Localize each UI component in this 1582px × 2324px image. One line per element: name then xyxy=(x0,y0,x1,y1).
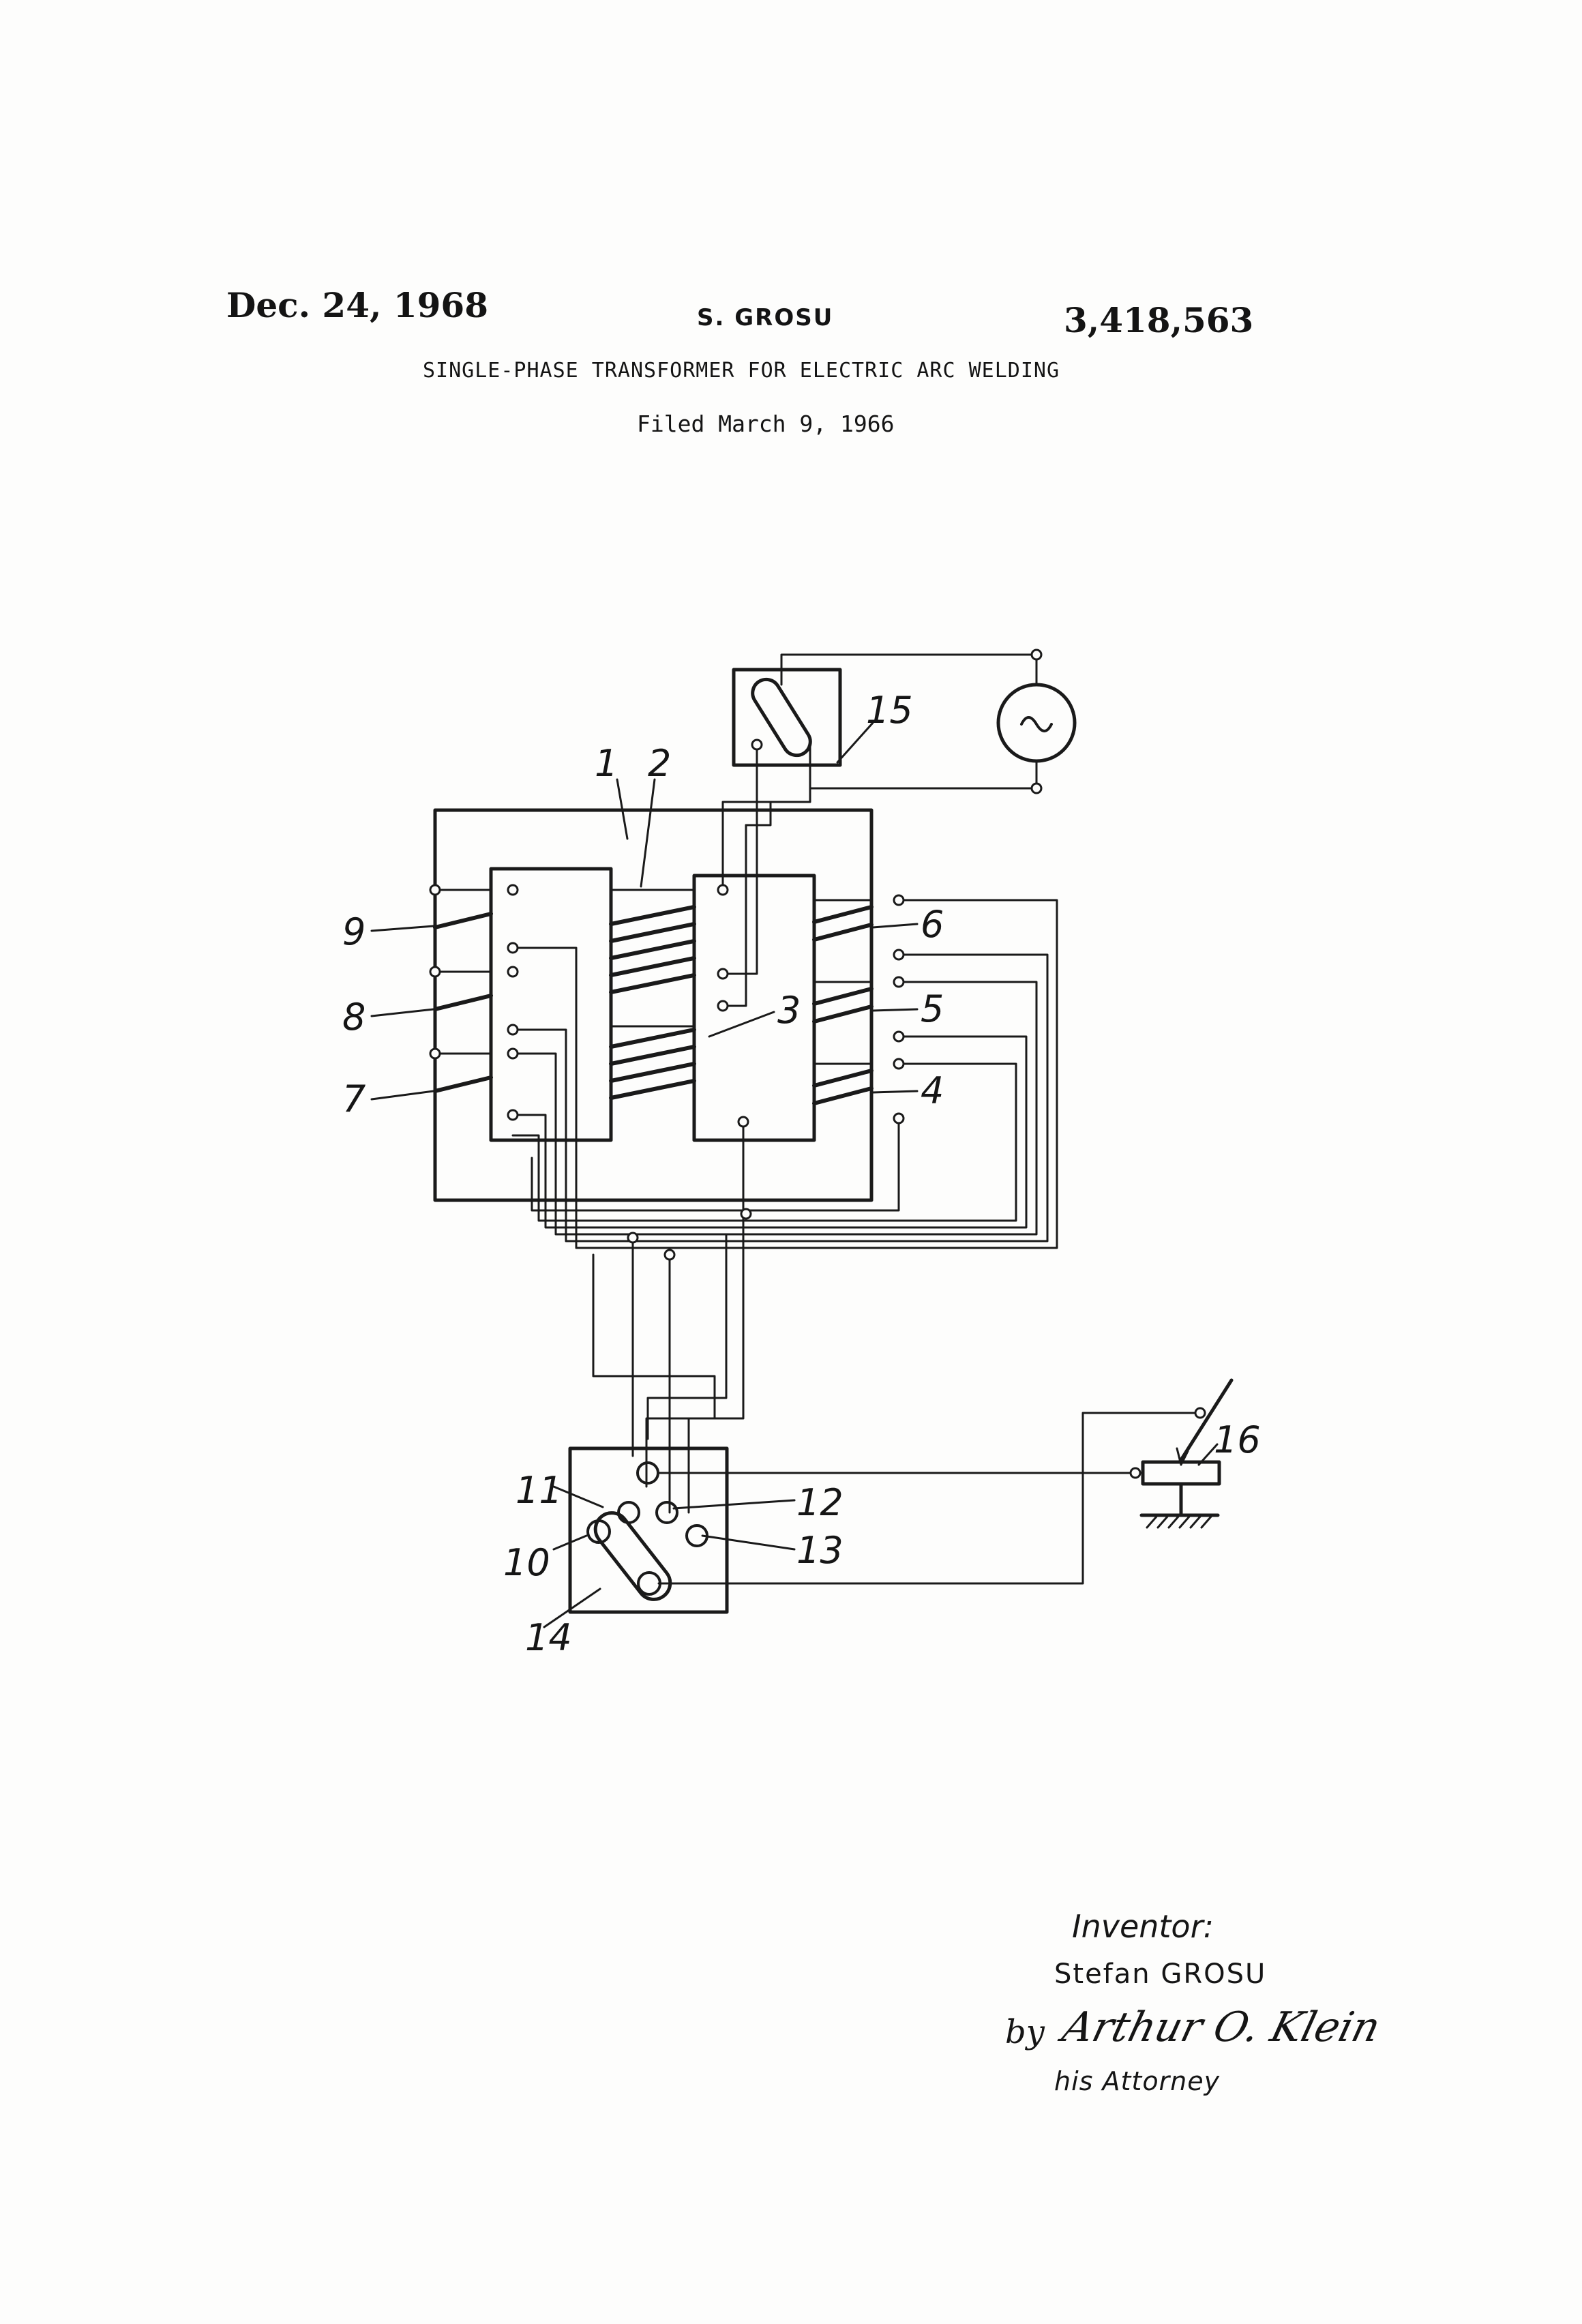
ref-3: 3 xyxy=(777,989,801,1032)
inventor-label: Inventor: xyxy=(1072,1908,1214,1945)
left-tap-wiring xyxy=(513,890,1057,1248)
ref-2: 2 xyxy=(648,742,671,785)
ref-11: 11 xyxy=(516,1469,563,1512)
ref-5: 5 xyxy=(921,987,944,1030)
right-secondary-windings xyxy=(814,907,871,1103)
ref-1: 1 xyxy=(595,742,618,785)
tap-switch-wiring xyxy=(593,1122,743,1513)
reference-numerals: 1 2 3 4 5 6 7 8 9 10 11 12 13 14 15 16 xyxy=(342,689,1261,1659)
ref-8: 8 xyxy=(342,996,365,1039)
inventor-full-name: Stefan GROSU xyxy=(1054,1958,1266,1990)
attorney-label: his Attorney xyxy=(1054,2066,1220,2096)
ac-source-sine-icon xyxy=(1021,717,1051,731)
ref-14: 14 xyxy=(525,1616,572,1659)
ref-15: 15 xyxy=(866,689,913,732)
leader-lines xyxy=(372,723,1217,1627)
ref-9: 9 xyxy=(342,910,365,953)
ref-10: 10 xyxy=(503,1541,550,1584)
attorney-signature: Arthur O. Klein xyxy=(1058,2003,1385,2051)
left-secondary-windings xyxy=(435,914,491,1091)
ref-16: 16 xyxy=(1214,1418,1261,1461)
core-window-left xyxy=(491,869,611,1140)
welding-output-wiring xyxy=(658,1413,1200,1583)
primary-winding xyxy=(611,907,694,1098)
ref-12: 12 xyxy=(796,1481,844,1524)
ground-symbol xyxy=(1147,1517,1211,1528)
ref-6: 6 xyxy=(921,903,944,946)
ref-4: 4 xyxy=(921,1069,944,1112)
ref-7: 7 xyxy=(342,1077,365,1120)
by-label: by xyxy=(1005,2013,1045,2051)
ref-13: 13 xyxy=(796,1529,844,1572)
